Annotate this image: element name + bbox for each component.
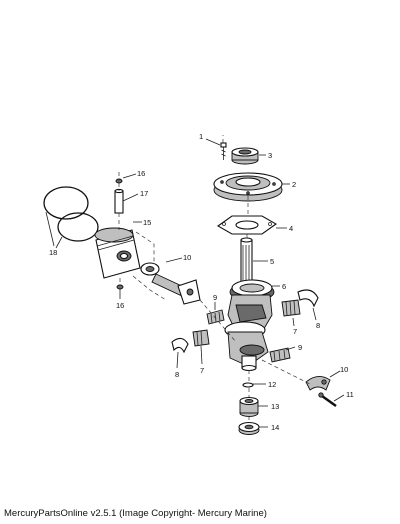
- part-18-piston-rings[interactable]: [43, 186, 99, 242]
- callout-9-lower: 9: [298, 343, 302, 352]
- part-10-connecting-rod[interactable]: [140, 262, 201, 305]
- callout-18: 18: [49, 248, 57, 257]
- callout-10-rod: 10: [183, 253, 191, 262]
- part-14-seal[interactable]: [238, 421, 260, 435]
- callout-7-left: 7: [200, 366, 204, 375]
- part-8-bearing-shell-right[interactable]: [297, 289, 319, 308]
- callout-8-right: 8: [316, 321, 320, 330]
- part-17-piston-pin[interactable]: [114, 188, 124, 214]
- callout-8-left: 8: [175, 370, 179, 379]
- part-15-piston[interactable]: [94, 227, 141, 279]
- part-12-retaining-ring[interactable]: [242, 382, 254, 388]
- callout-3: 3: [268, 151, 272, 160]
- callout-labels: 1 3 2 4 5 6 7 8 9 9 10 11 12 13 14 7 8 1…: [49, 132, 354, 432]
- part-13-lower-bearing[interactable]: [239, 396, 259, 417]
- part-9-bearing-half-lower[interactable]: [269, 347, 291, 363]
- callout-12: 12: [268, 380, 276, 389]
- callout-5: 5: [270, 257, 274, 266]
- copyright-caption: MercuryPartsOnline v2.5.1 (Image Copyrig…: [4, 508, 267, 519]
- callout-13: 13: [271, 402, 279, 411]
- part-10-rod-cap[interactable]: [305, 376, 331, 391]
- callout-11: 11: [346, 390, 354, 399]
- part-8-bearing-shell-left[interactable]: [171, 337, 189, 354]
- callout-9-upper: 9: [213, 293, 217, 302]
- part-5-crankshaft[interactable]: [224, 237, 275, 372]
- callout-15: 15: [143, 218, 151, 227]
- part-1-screw[interactable]: [220, 142, 227, 160]
- callout-16-bottom: 16: [116, 301, 124, 310]
- leader-lines: [45, 138, 345, 428]
- callout-17: 17: [140, 189, 148, 198]
- part-7-bearing-cage-left[interactable]: [192, 329, 210, 347]
- callout-1: 1: [199, 132, 203, 141]
- callout-16-top: 16: [137, 169, 145, 178]
- part-4-gasket[interactable]: [216, 215, 278, 235]
- assembly-lines: [118, 135, 311, 422]
- callout-14: 14: [271, 423, 279, 432]
- part-7-bearing-cage-right[interactable]: [281, 299, 301, 317]
- callout-2: 2: [292, 180, 296, 189]
- callout-4: 4: [289, 224, 293, 233]
- callout-7-right: 7: [293, 327, 297, 336]
- part-2-end-cap[interactable]: [213, 172, 283, 202]
- part-9-bearing-half-upper[interactable]: [206, 309, 225, 325]
- part-16-pin-lock-bottom[interactable]: [116, 284, 124, 290]
- part-3-bearing[interactable]: [231, 147, 259, 165]
- part-11-rod-bolt[interactable]: [318, 392, 337, 408]
- callout-6: 6: [282, 282, 286, 291]
- callout-10-cap: 10: [340, 365, 348, 374]
